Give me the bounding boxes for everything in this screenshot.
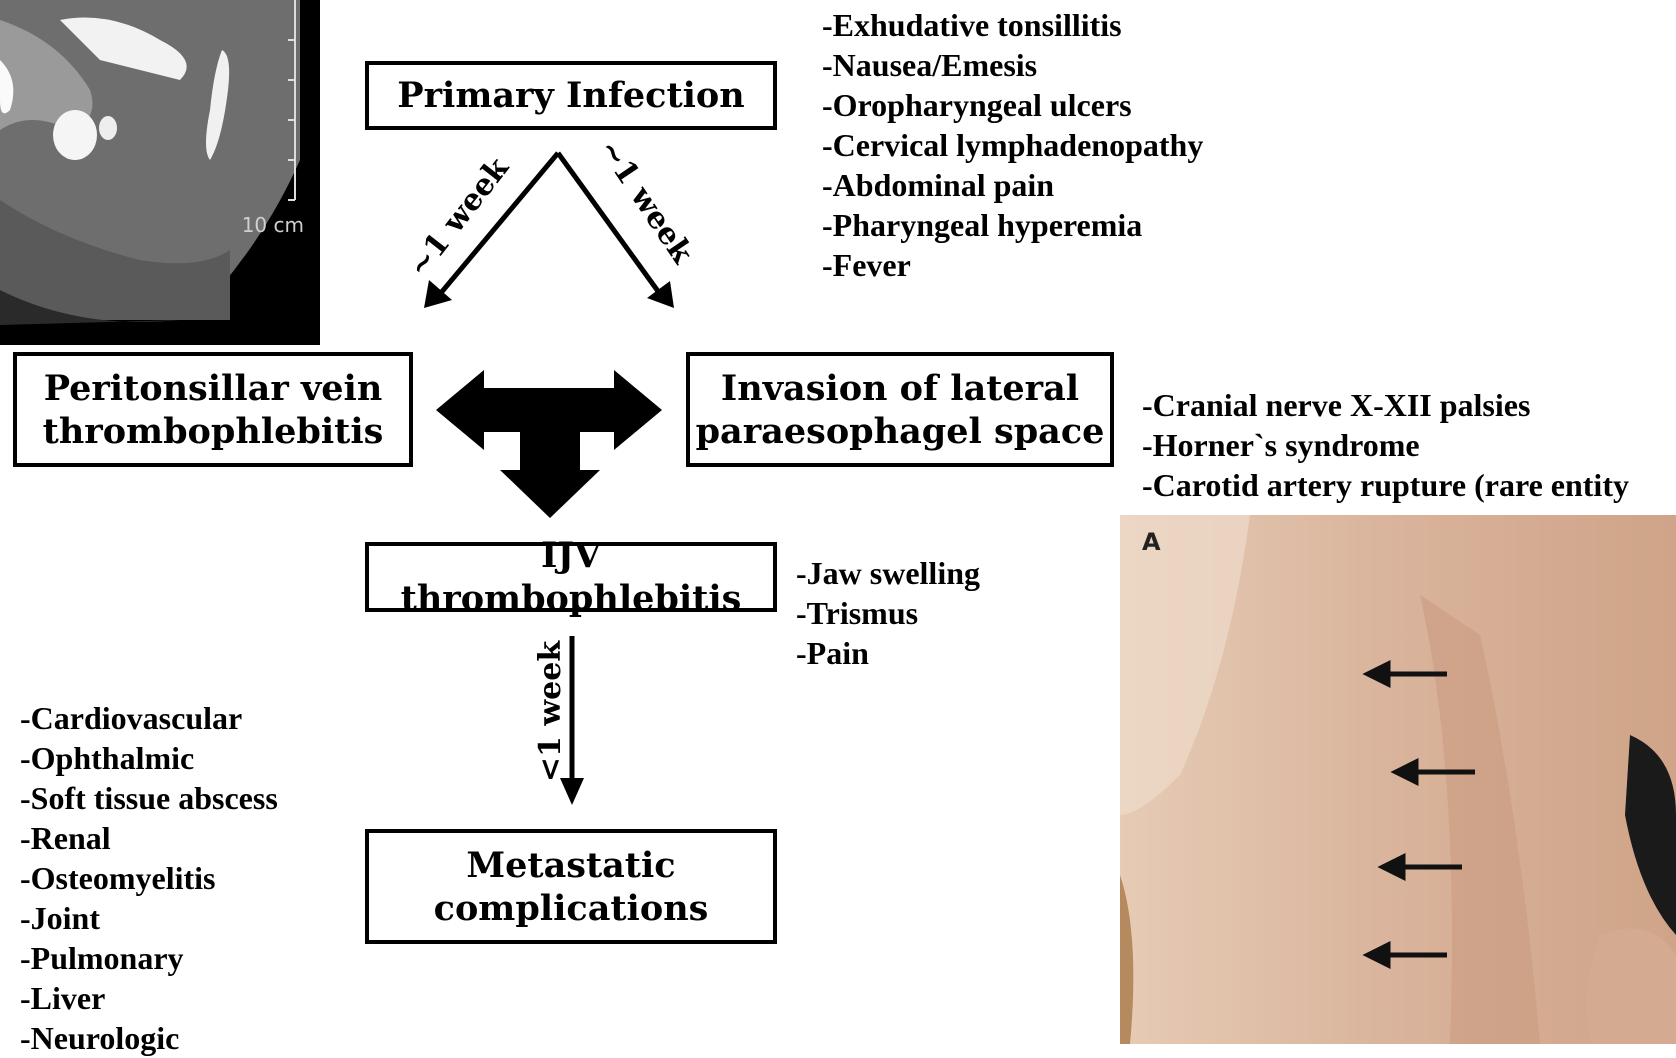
primary-symptom-list: -Exhudative tonsillitis -Nausea/Emesis -… — [822, 5, 1203, 285]
list-item: -Fever — [822, 245, 1203, 285]
ijv-box: IJV thrombophlebitis — [365, 542, 777, 612]
primary-infection-label: Primary Infection — [397, 74, 744, 117]
ijv-symptom-list: -Jaw swelling -Trismus -Pain — [796, 553, 980, 673]
primary-infection-box: Primary Infection — [365, 61, 777, 130]
list-item: -Renal — [20, 818, 278, 858]
invasion-symptom-list: -Cranial nerve X-XII palsies -Horner`s s… — [1142, 385, 1629, 505]
invasion-box: Invasion of lateral paraesophagel space — [686, 352, 1114, 467]
list-item: -Cervical lymphadenopathy — [822, 125, 1203, 165]
list-item: -Trismus — [796, 593, 980, 633]
list-item: -Carotid artery rupture (rare entity — [1142, 465, 1629, 505]
list-item: -Oropharyngeal ulcers — [822, 85, 1203, 125]
list-item: -Abdominal pain — [822, 165, 1203, 205]
metastatic-list: -Cardiovascular -Ophthalmic -Soft tissue… — [20, 698, 278, 1058]
list-item: -Exhudative tonsillitis — [822, 5, 1203, 45]
invasion-line-2: paraesophagel space — [696, 410, 1105, 453]
invasion-line-1: Invasion of lateral — [721, 367, 1079, 410]
list-item: -Ophthalmic — [20, 738, 278, 778]
list-item: -Pharyngeal hyperemia — [822, 205, 1203, 245]
list-item: -Joint — [20, 898, 278, 938]
list-item: -Pulmonary — [20, 938, 278, 978]
list-item: -Jaw swelling — [796, 553, 980, 593]
metastatic-box: Metastatic complications — [365, 829, 777, 944]
list-item: -Horner`s syndrome — [1142, 425, 1629, 465]
list-item: -Pain — [796, 633, 980, 673]
metastatic-line-2: complications — [434, 887, 709, 930]
list-item: -Osteomyelitis — [20, 858, 278, 898]
list-item: -Soft tissue abscess — [20, 778, 278, 818]
arrow-label-down: <1 week — [533, 641, 568, 782]
list-item: -Cranial nerve X-XII palsies — [1142, 385, 1629, 425]
list-item: -Cardiovascular — [20, 698, 278, 738]
ijv-label: IJV thrombophlebitis — [369, 534, 773, 620]
peritonsillar-line-1: Peritonsillar vein — [44, 367, 383, 410]
list-item: -Nausea/Emesis — [822, 45, 1203, 85]
list-item: -Neurologic — [20, 1018, 278, 1058]
peritonsillar-box: Peritonsillar vein thrombophlebitis — [13, 352, 413, 467]
peritonsillar-line-2: thrombophlebitis — [43, 410, 384, 453]
t-arrow-shape — [436, 370, 662, 518]
metastatic-line-1: Metastatic — [466, 844, 675, 887]
list-item: -Liver — [20, 978, 278, 1018]
